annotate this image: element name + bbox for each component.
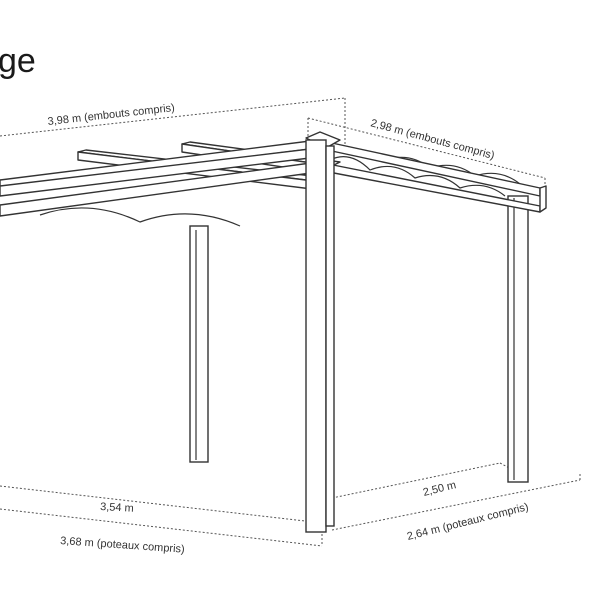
- dimension-width-inner: 2,50 m: [422, 479, 458, 499]
- dimension-length-posts: 3,68 m (poteaux compris): [60, 535, 185, 556]
- dimension-length-inner: 3,54 m: [100, 501, 134, 515]
- dimension-width-posts: 2,64 m (poteaux compris): [406, 501, 530, 543]
- dimension-length-top: 3,98 m (embouts compris): [47, 102, 175, 128]
- post-back-right: [507, 195, 529, 483]
- title-fragment: ge: [0, 42, 36, 80]
- front-beams: [0, 139, 319, 217]
- dimension-length-top-lines: [0, 97, 346, 150]
- dimension-length-bottom-lines: [0, 485, 323, 547]
- dimension-width-bottom-lines: [331, 462, 581, 531]
- post-back-left: [189, 225, 209, 463]
- post-front-right: [305, 131, 341, 533]
